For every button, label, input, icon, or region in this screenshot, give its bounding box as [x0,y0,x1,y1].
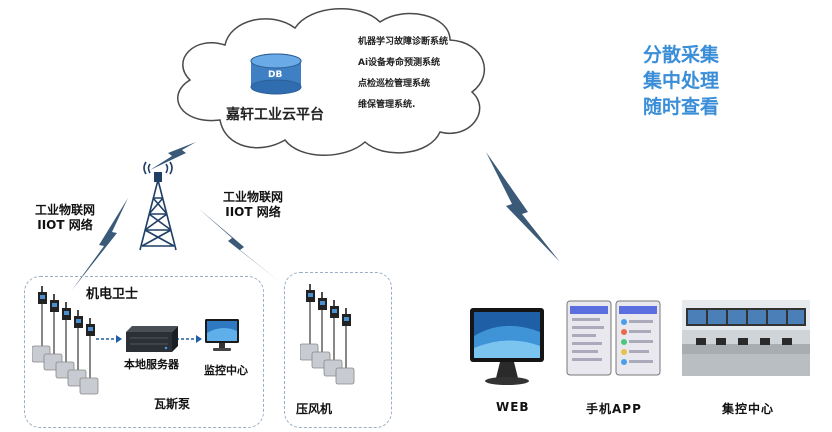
group-title: 机电卫士 [86,287,139,302]
system-item: 维保管理系统. [358,100,416,110]
lightning-icon [72,198,128,290]
sensor-icon [67,310,87,387]
sensor-cluster [32,286,99,395]
network-label-left: 工业物联网 IIOT 网络 [20,203,110,233]
sensor-icon [79,318,99,395]
network-label-line: IIOT 网络 [225,205,281,219]
database-icon [250,53,302,95]
system-item: 点检巡检管理系统 [358,79,431,89]
network-label-right: 工业物联网 IIOT 网络 [208,190,298,220]
server-label: 本地服务器 [124,358,179,371]
device-label-control-center: 集控中心 [722,402,775,416]
db-label: DB [268,70,283,80]
slogan-line: 随时查看 [642,96,719,118]
slogan-line: 集中处理 [642,70,719,92]
group-box-right [284,272,392,428]
sensor-icon [335,308,355,385]
monitor-label: 监控中心 [204,364,248,377]
sensor-icon [300,284,319,361]
signal-tower-icon [139,161,177,251]
compressor-label: 压风机 [296,402,333,416]
control-center-photo [682,300,810,376]
server-icon [126,326,178,352]
group-box-left [24,276,264,428]
lightning-icon [198,208,280,282]
system-item: 机器学习故障诊断系统 [358,37,449,47]
network-label-line: 工业物联网 [34,203,95,217]
phone-app-icon [566,300,661,376]
sensor-icon [32,286,51,363]
pump-label: 瓦斯泵 [154,397,191,411]
system-item: Ai设备寿命预测系统 [358,58,441,68]
system-list: 机器学习故障诊断系统 Ai设备寿命预测系统 点检巡检管理系统 维保管理系统. [358,34,448,110]
sensor-icon [323,300,343,377]
lightning-icon [486,152,560,262]
network-label-line: IIOT 网络 [37,218,93,232]
cloud-shape [177,7,486,156]
web-monitor-icon [470,308,544,385]
lightning-icon [150,142,196,170]
sensor-icon [55,302,75,379]
data-flow-arrows [96,335,202,343]
sensor-icon [43,294,63,371]
device-label-app: 手机APP [586,402,642,416]
monitor-icon [205,319,239,351]
slogan: 分散采集 集中处理 随时查看 [626,42,736,120]
platform-title: 嘉轩工业云平台 [226,107,324,123]
slogan-line: 分散采集 [642,44,719,66]
device-label-web: WEB [496,400,530,414]
sensor-icon [311,292,331,369]
network-label-line: 工业物联网 [222,190,283,204]
sensor-cluster [300,284,355,385]
